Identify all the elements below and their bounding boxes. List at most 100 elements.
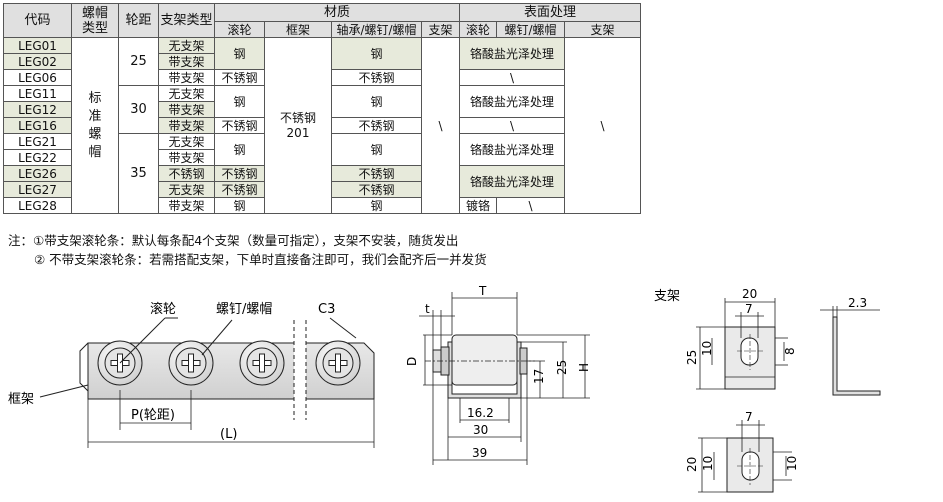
cell-bracket-type: 无支架 [158, 181, 215, 198]
cell-code: LEG28 [3, 197, 72, 214]
header-bracket-type: 支架类型 [158, 3, 215, 38]
header-code: 代码 [3, 3, 72, 38]
cell-code: LEG21 [3, 133, 72, 150]
cell-surface: 铬酸盐光泽处理 [459, 133, 565, 166]
label-pitch: P(轮距) [131, 408, 175, 423]
cell-surface: 铬酸盐光泽处理 [459, 85, 565, 118]
leader-frame [39, 384, 89, 398]
subheader-bracket: 支架 [421, 21, 460, 38]
label-slot-height-bottom-left: 10 [701, 456, 715, 471]
specification-table: 代码 螺帽 类型 轮距 支架类型 材质 表面处理 滚轮 框架 轴承/螺钉/螺帽 … [3, 3, 641, 214]
cell-roller-material: 不锈钢 [214, 117, 265, 134]
cell-bracket-type: 不锈钢 [158, 165, 215, 182]
cell-code: LEG06 [3, 69, 72, 86]
bracket-slot [740, 337, 759, 366]
label-slot-width: 7 [745, 302, 753, 316]
cell-bracket-type: 带支架 [158, 69, 215, 86]
label-H: H [577, 363, 591, 372]
cell-roller-material: 钢 [214, 133, 265, 166]
cell-bracket-type: 无支架 [158, 37, 215, 54]
label-thickness: 2.3 [848, 296, 867, 310]
side-view-drawing: t T D 17 25 H 16.2 30 39 [405, 284, 591, 465]
cell-roller-material: 钢 [214, 197, 265, 214]
note-line-2: ② 不带支架滚轮条：若需搭配支架，下单时直接备注即可，我们会配齐后一并发货 [34, 252, 487, 267]
cell-pitch: 35 [118, 133, 159, 214]
label-frame: 框架 [8, 392, 34, 407]
cell-frame-material: 不锈钢 201 [264, 37, 332, 214]
note-line-1: 注：①带支架滚轮条：默认每条配4个支架（数量可指定），支架不安装，随货发出 [8, 233, 459, 248]
subheader-roller: 滚轮 [214, 21, 265, 38]
front-view-drawing: 滚轮 螺钉/螺帽 C3 框架 P(轮距) (L) [8, 301, 375, 448]
cell-bearing-material: 不锈钢 [331, 69, 422, 86]
leader-roller [119, 317, 166, 364]
header-wheel-pitch: 轮距 [118, 3, 159, 38]
cell-nut-type: 标 准 螺 帽 [71, 37, 119, 214]
label-30: 30 [473, 423, 488, 437]
cell-bracket-type: 无支架 [158, 85, 215, 102]
cell-bearing-material: 钢 [331, 85, 422, 118]
cell-bracket-type: 带支架 [158, 53, 215, 70]
cell-bracket-type: 无支架 [158, 133, 215, 150]
cell-bracket-type: 带支架 [158, 101, 215, 118]
cell-bracket-material: \ [421, 37, 460, 214]
label-bracket-height-bottom: 20 [685, 457, 699, 472]
cell-roller-material: 不锈钢 [214, 165, 265, 182]
subheader-screw-nut-surface: 螺钉/螺帽 [496, 21, 565, 38]
cell-surface: \ [459, 69, 565, 86]
cell-code: LEG01 [3, 37, 72, 54]
label-39: 39 [472, 446, 487, 460]
label-D: D [405, 357, 419, 366]
cell-roller-material: 钢 [214, 85, 265, 118]
cell-surface: 铬酸盐光泽处理 [459, 37, 565, 70]
cell-bearing-material: 钢 [331, 133, 422, 166]
roller-3 [239, 340, 285, 386]
label-T: T [478, 284, 487, 298]
label-bracket-title: 支架 [654, 289, 680, 304]
label-bracket-width: 20 [742, 287, 757, 301]
roller-body [451, 334, 518, 386]
cell-surface: \ [459, 117, 565, 134]
cell-code: LEG12 [3, 101, 72, 118]
cell-code: LEG02 [3, 53, 72, 70]
label-c3: C3 [318, 302, 335, 317]
cell-code: LEG26 [3, 165, 72, 182]
roller-4 [315, 340, 361, 386]
cell-bearing-material: 钢 [331, 197, 422, 214]
header-surface: 表面处理 [459, 3, 641, 22]
bracket-side-profile [832, 316, 881, 396]
label-25: 25 [555, 360, 569, 375]
cell-code: LEG27 [3, 181, 72, 198]
subheader-bracket-surface: 支架 [564, 21, 641, 38]
label-slot-height-bottom-right: 10 [785, 456, 799, 471]
cell-bearing-material: 不锈钢 [331, 181, 422, 198]
cell-roller-material: 钢 [214, 37, 265, 70]
cell-bracket-type: 带支架 [158, 149, 215, 166]
subheader-bearing-screw-nut: 轴承/螺钉/螺帽 [331, 21, 422, 38]
label-bracket-height: 25 [685, 350, 699, 365]
cell-code: LEG16 [3, 117, 72, 134]
header-nut-type: 螺帽 类型 [71, 3, 119, 38]
label-roller: 滚轮 [150, 301, 176, 317]
cell-code: LEG11 [3, 85, 72, 102]
cell-bearing-material: 钢 [331, 37, 422, 70]
label-slot-height-left: 10 [700, 341, 714, 356]
label-length: (L) [220, 427, 237, 442]
cell-bracket-type: 带支架 [158, 117, 215, 134]
subheader-roller-surface: 滚轮 [459, 21, 497, 38]
label-16-2: 16.2 [467, 406, 494, 420]
label-slot-height-right: 8 [783, 347, 797, 355]
roller-2 [168, 340, 214, 386]
cell-bracket-type: 带支架 [158, 197, 215, 214]
header-material: 材质 [214, 3, 460, 22]
label-17: 17 [532, 369, 546, 384]
label-t: t [425, 302, 430, 316]
cell-roller-material: 不锈钢 [214, 181, 265, 198]
cell-pitch: 25 [118, 37, 159, 86]
cell-screw-nut-surface: \ [496, 197, 565, 214]
cell-bracket-surface: \ [564, 37, 641, 214]
cell-roller-material: 不锈钢 [214, 69, 265, 86]
leader-screw-nut [201, 319, 233, 356]
bracket-drawing: 支架 20 7 25 10 8 2.3 7 20 10 10 [654, 287, 881, 493]
cell-bearing-material: 不锈钢 [331, 165, 422, 182]
cell-surface: 铬酸盐光泽处理 [459, 165, 565, 198]
